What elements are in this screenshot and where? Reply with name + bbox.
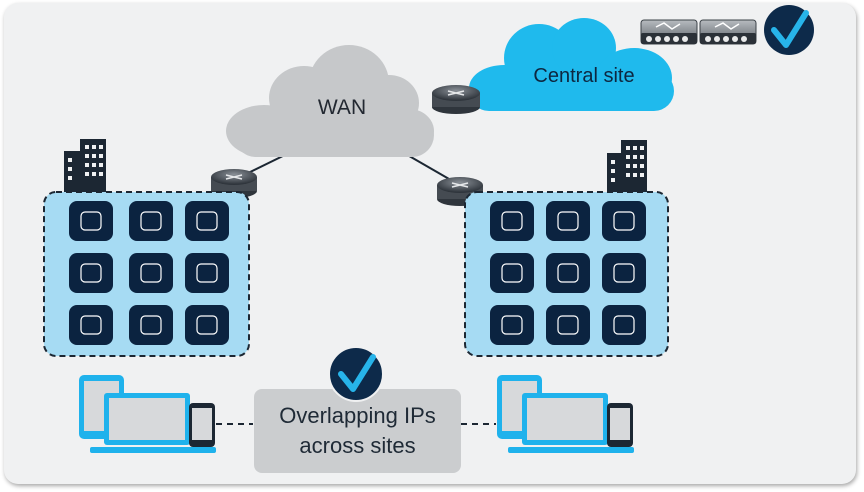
- access-point-icon: [69, 201, 113, 241]
- access-point-icon: [69, 253, 113, 293]
- access-point-icon: [490, 253, 534, 293]
- access-point-icon: [129, 253, 173, 293]
- access-point-icon: [602, 253, 646, 293]
- building-icon: [64, 139, 106, 193]
- access-point-grid-right: [490, 201, 646, 345]
- overlap-line-1: Overlapping IPs: [279, 403, 436, 428]
- overlap-callout-box: [254, 389, 461, 473]
- access-point-icon: [490, 305, 534, 345]
- router-icon: [432, 85, 480, 114]
- access-point-icon: [490, 201, 534, 241]
- firewall-icon: [640, 19, 698, 45]
- firewall-icon: [699, 19, 757, 45]
- diagram-frame: WAN Central site Overlapping IPs across …: [4, 3, 856, 484]
- wan-cloud: [226, 45, 434, 157]
- router-icon: [437, 177, 483, 206]
- check-badge-icon: [764, 5, 814, 55]
- access-point-icon: [602, 201, 646, 241]
- access-point-icon: [546, 253, 590, 293]
- phone-icon: [607, 403, 633, 447]
- central-site-label: Central site: [533, 65, 635, 87]
- overlap-line-2: across sites: [299, 433, 416, 458]
- access-point-grid-left: [69, 201, 229, 345]
- access-point-icon: [546, 201, 590, 241]
- network-diagram: [43, 5, 814, 453]
- access-point-icon: [185, 305, 229, 345]
- access-point-icon: [129, 201, 173, 241]
- access-point-icon: [602, 305, 646, 345]
- building-icon: [607, 140, 647, 193]
- access-point-icon: [69, 305, 113, 345]
- laptop-icon: [508, 393, 634, 453]
- access-point-icon: [129, 305, 173, 345]
- access-point-icon: [546, 305, 590, 345]
- left-client-devices: [79, 375, 216, 453]
- access-point-icon: [185, 253, 229, 293]
- overlap-callout-text: Overlapping IPs across sites: [254, 401, 461, 461]
- central-site-cloud: [469, 18, 674, 111]
- phone-icon: [189, 403, 215, 447]
- wan-label: WAN: [317, 96, 367, 119]
- laptop-icon: [90, 393, 216, 453]
- right-client-devices: [497, 375, 634, 453]
- access-point-icon: [185, 201, 229, 241]
